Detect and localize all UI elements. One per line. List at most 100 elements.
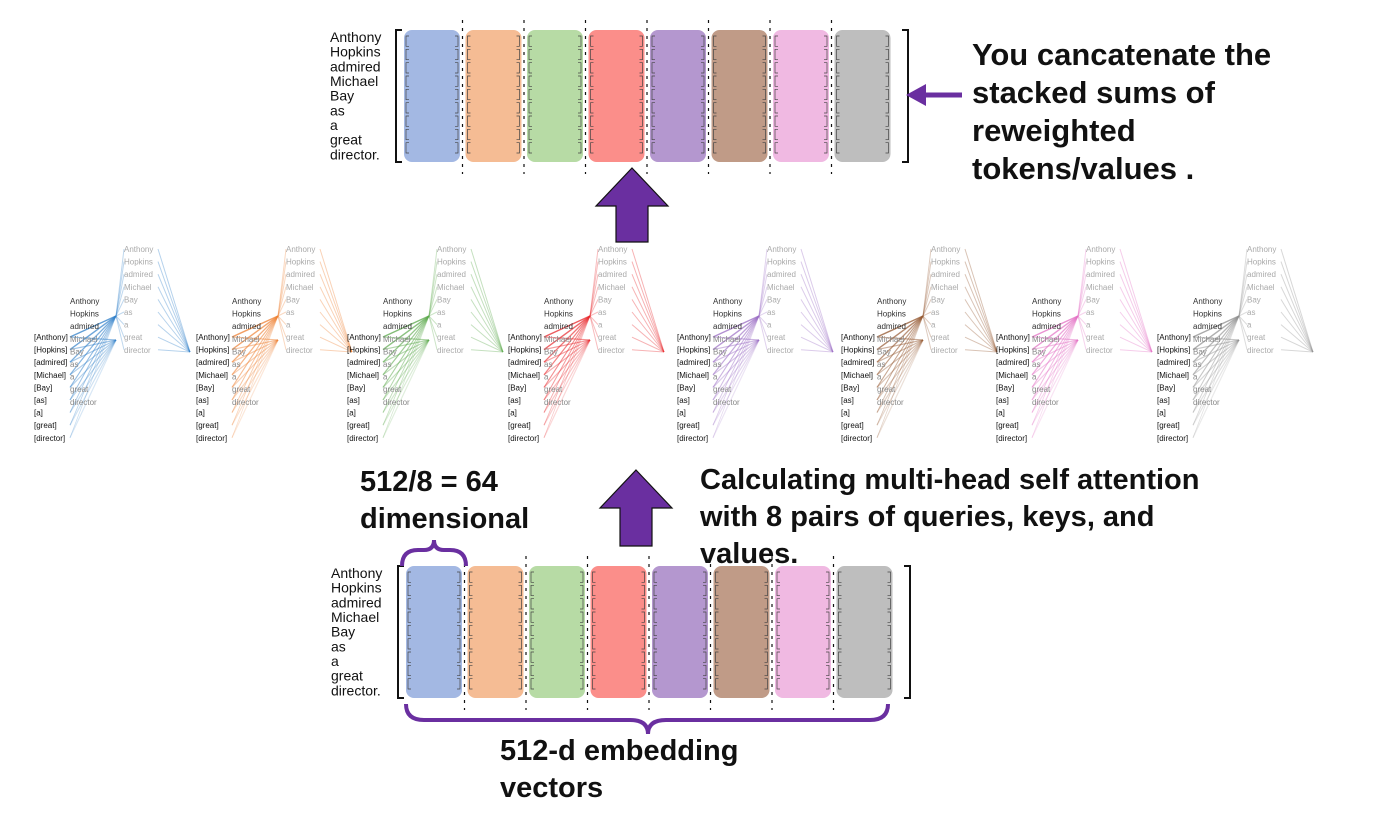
row-tick bbox=[530, 651, 534, 663]
attention-line bbox=[115, 311, 125, 317]
attention-line bbox=[1031, 315, 1079, 351]
row-tick bbox=[467, 115, 471, 127]
attention-line bbox=[115, 274, 125, 317]
head-token-label: [great] bbox=[841, 421, 864, 430]
row-tick bbox=[578, 128, 582, 141]
attention-line bbox=[277, 286, 287, 317]
token-label: a bbox=[331, 653, 339, 669]
head-token-label: [a] bbox=[841, 409, 850, 418]
attention-line bbox=[758, 315, 768, 325]
attention-line bbox=[1280, 261, 1314, 353]
row-tick bbox=[528, 115, 532, 127]
attention-line bbox=[758, 315, 768, 350]
attention-line bbox=[231, 315, 279, 426]
attention-line bbox=[589, 248, 599, 317]
token-label: Bay bbox=[330, 88, 354, 104]
attention-line bbox=[1119, 299, 1153, 353]
head-token-label: Hopkins bbox=[1247, 258, 1276, 267]
row-tick bbox=[826, 598, 830, 610]
attention-line bbox=[1238, 274, 1248, 317]
attention-line bbox=[543, 315, 591, 363]
head-token-label: [Hopkins] bbox=[196, 346, 229, 355]
row-tick bbox=[457, 664, 461, 677]
embedding-note-line: vectors bbox=[500, 772, 604, 804]
attention-line bbox=[115, 315, 125, 338]
head-token-label: director bbox=[1086, 346, 1113, 355]
attention-heads-row: [Anthony]AnthonyAnthony[Hopkins]HopkinsH… bbox=[34, 245, 1314, 443]
row-tick bbox=[580, 678, 584, 690]
head-token-label: [Bay] bbox=[508, 383, 526, 392]
row-tick bbox=[701, 75, 705, 87]
attention-line bbox=[922, 261, 932, 317]
row-tick bbox=[590, 142, 594, 154]
attention-line bbox=[231, 315, 279, 363]
row-tick bbox=[467, 102, 471, 114]
row-tick bbox=[578, 142, 582, 154]
attention-line bbox=[1192, 339, 1240, 439]
head-token-label: Bay bbox=[767, 295, 781, 304]
head-token-label: Michael bbox=[232, 335, 260, 344]
attention-line bbox=[631, 349, 665, 353]
head-token-label: Michael bbox=[1086, 283, 1114, 292]
head-token-label: a bbox=[767, 321, 772, 330]
row-tick bbox=[715, 571, 719, 583]
attention-line bbox=[876, 315, 924, 376]
head-block bbox=[590, 566, 647, 698]
attention-line bbox=[69, 315, 117, 438]
row-tick bbox=[641, 651, 645, 663]
head-token-label: great bbox=[713, 385, 732, 394]
attention-line bbox=[589, 315, 599, 325]
attention-line bbox=[712, 339, 760, 401]
attention-line bbox=[115, 299, 125, 317]
head-token-label: Michael bbox=[70, 335, 98, 344]
head-token-label: [Hopkins] bbox=[508, 346, 541, 355]
attention-line bbox=[543, 339, 591, 413]
row-tick bbox=[715, 584, 719, 597]
attention-line bbox=[876, 315, 924, 401]
row-tick bbox=[762, 35, 766, 47]
attention-line bbox=[800, 349, 834, 353]
attention-line bbox=[1192, 315, 1240, 363]
head-token-label: [admired] bbox=[347, 358, 380, 367]
head-token-label: director bbox=[1032, 398, 1059, 407]
head-token-label: [Anthony] bbox=[1157, 333, 1191, 342]
head-token-label: Michael bbox=[767, 283, 795, 292]
attention-line bbox=[876, 315, 924, 438]
attention-line bbox=[1238, 315, 1248, 350]
attention-line bbox=[631, 324, 665, 353]
row-tick bbox=[469, 664, 473, 677]
row-tick bbox=[469, 598, 473, 610]
attention-line bbox=[876, 315, 924, 388]
attention-line bbox=[382, 315, 430, 413]
row-tick bbox=[405, 102, 409, 114]
head-token-label: as bbox=[877, 360, 885, 369]
head-token-label: Hopkins bbox=[1086, 258, 1115, 267]
head-token-label: a bbox=[544, 373, 549, 382]
attention-line bbox=[231, 339, 279, 376]
row-tick bbox=[578, 102, 582, 114]
matrix-right-bracket bbox=[902, 29, 909, 163]
row-tick bbox=[518, 571, 522, 583]
head-block bbox=[404, 30, 460, 162]
row-tick bbox=[703, 584, 707, 597]
head-block bbox=[775, 566, 831, 698]
token-label: Hopkins bbox=[330, 44, 381, 60]
attention-line bbox=[1192, 315, 1240, 438]
attention-line bbox=[319, 274, 353, 353]
head-token-label: great bbox=[1193, 385, 1212, 394]
row-tick bbox=[824, 75, 828, 87]
attention-line bbox=[428, 261, 438, 317]
attention-line bbox=[428, 315, 438, 325]
row-tick bbox=[764, 624, 768, 637]
attention-line bbox=[876, 315, 924, 413]
row-tick bbox=[457, 598, 461, 610]
row-tick bbox=[592, 611, 596, 623]
head-token-label: Michael bbox=[544, 335, 572, 344]
attention-line bbox=[319, 299, 353, 353]
row-tick bbox=[776, 598, 780, 610]
row-tick bbox=[590, 48, 594, 61]
row-tick bbox=[405, 62, 409, 74]
attention-line bbox=[157, 274, 191, 353]
row-tick bbox=[469, 584, 473, 597]
attention-line bbox=[382, 339, 430, 426]
